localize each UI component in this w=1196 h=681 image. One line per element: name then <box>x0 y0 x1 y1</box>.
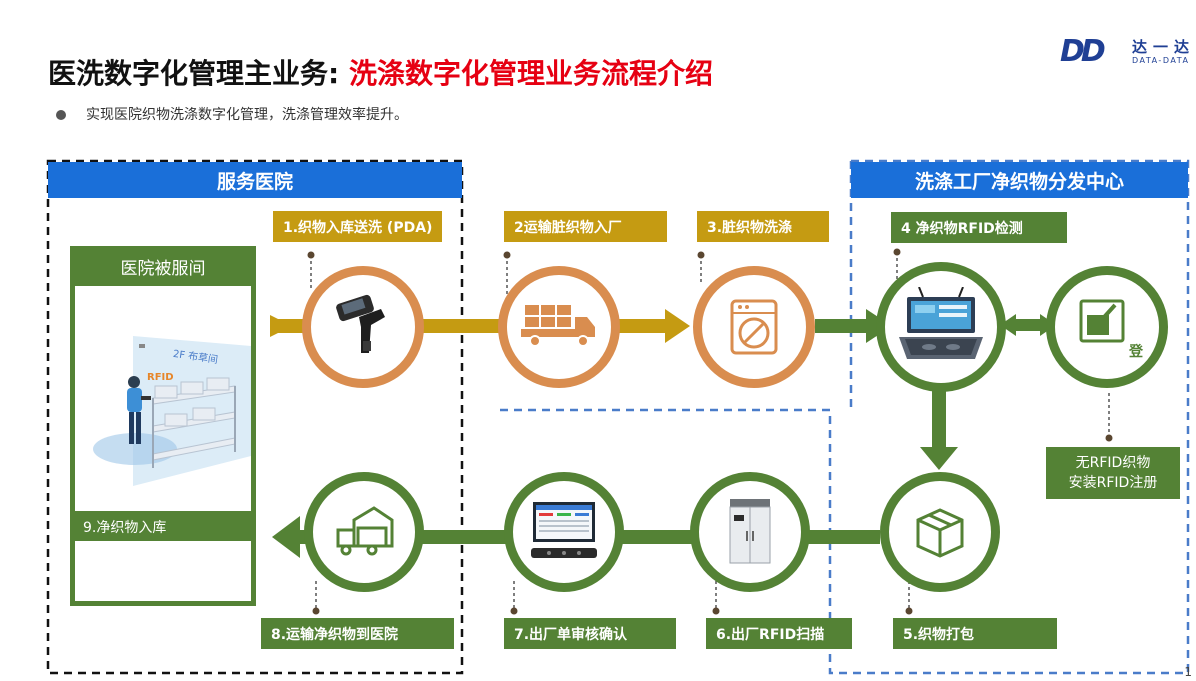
logo-mark: DD <box>1060 34 1106 69</box>
review-terminal-icon <box>531 502 597 558</box>
linen-room-illustration <box>93 336 251 486</box>
title-highlight: 洗涤数字化管理业务流程介绍 <box>348 57 713 90</box>
washing-machine-icon <box>730 299 778 355</box>
rfid-scan-cabinet-icon <box>729 499 771 564</box>
hospital-room-footer <box>75 541 251 601</box>
factory-frame <box>497 159 1190 675</box>
step4-label: 4 净织物RFID检测 <box>891 212 1067 243</box>
hospital-room-title: 医院被服间 <box>120 258 206 279</box>
logo-name-en: DATA-DATA <box>1132 56 1190 65</box>
bullet-text: 实现医院织物洗涤数字化管理，洗涤管理效率提升。 <box>86 107 408 123</box>
step7-label: 7.出厂单审核确认 <box>504 618 676 649</box>
step4-circle <box>876 262 1006 392</box>
section-hospital: 服务医院 <box>48 162 462 198</box>
register-icon <box>1079 299 1125 343</box>
package-box-icon <box>916 508 964 558</box>
bullet-dot-icon <box>56 110 66 120</box>
step5-label: 5.织物打包 <box>893 618 1057 649</box>
hospital-room-panel: 医院被服间 2F 布草间 RFID <box>70 246 256 606</box>
title-main: 医洗数字化管理主业务: <box>48 57 349 90</box>
step2-label: 2运输脏织物入厂 <box>504 211 667 242</box>
logo-name-cn: 达一达 <box>1132 38 1196 56</box>
rfid-tag-label: RFID <box>147 372 174 383</box>
step3-circle <box>693 266 815 388</box>
step1-circle <box>302 266 424 388</box>
hospital-room-illustration: 2F 布草间 RFID <box>75 286 251 511</box>
step9-label: 9.净织物入库 <box>83 520 167 536</box>
step6-label: 6.出厂RFID扫描 <box>706 618 852 649</box>
pda-scanner-icon <box>336 294 385 353</box>
step7-circle <box>504 472 624 592</box>
arrow-to-step5 <box>920 447 958 470</box>
subtitle-bullet: 实现医院织物洗涤数字化管理，洗涤管理效率提升。 <box>56 104 408 124</box>
truck-icon <box>521 305 595 347</box>
delivery-truck-icon <box>336 506 394 556</box>
register-note-line1: 无RFID织物 <box>1075 455 1151 471</box>
rfid-reader-icon <box>899 287 983 359</box>
step3-label: 3.脏织物洗涤 <box>697 211 829 242</box>
step6-circle <box>690 472 810 592</box>
step5-circle <box>880 472 1000 592</box>
section-factory: 洗涤工厂净织物分发中心 <box>851 162 1188 198</box>
register-circle: 登 <box>1046 266 1168 388</box>
step8-label: 8.运输净织物到医院 <box>261 618 454 649</box>
page-number: 1 <box>1184 665 1192 679</box>
register-note-line2: 安装RFID注册 <box>1068 475 1158 491</box>
step1-label: 1.织物入库送洗 (PDA) <box>273 211 443 242</box>
hospital-frame <box>46 159 464 675</box>
arrow-to-step9 <box>272 516 300 558</box>
step8-circle <box>304 472 424 592</box>
register-note: 无RFID织物 安装RFID注册 <box>1046 447 1180 499</box>
register-char: 登 <box>1129 344 1143 360</box>
step2-circle <box>498 266 620 388</box>
arrow-to-step3 <box>665 309 690 343</box>
page-title: 医洗数字化管理主业务: 洗涤数字化管理业务流程介绍 <box>48 52 713 92</box>
